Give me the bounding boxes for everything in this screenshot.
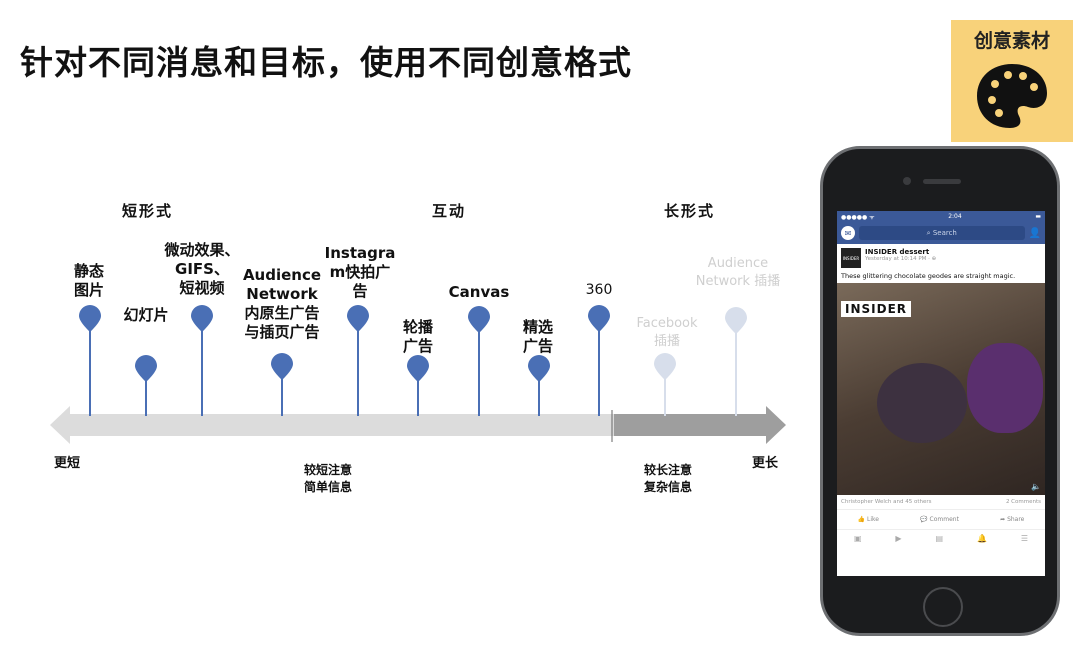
timeline-arrow — [50, 406, 786, 444]
video-logo: INSIDER — [841, 301, 912, 317]
home-button[interactable] — [923, 587, 963, 627]
group-interactive: 互动 — [432, 202, 467, 220]
group-short-form: 短形式 — [122, 202, 174, 220]
bottom-tab-bar: ▣ ▶ ▤ 🔔 ☰ — [837, 529, 1045, 547]
creative-assets-badge: 创意素材 — [951, 20, 1073, 142]
geode-shape — [877, 363, 967, 443]
axis-shorter-label: 更短 — [54, 456, 81, 471]
phone-screen: ●●●●● ᯤ 2:04 ▬ ✉ ⌕ Search 👤 INSIDER INSI… — [837, 211, 1045, 576]
phone-mockup: ●●●●● ᯤ 2:04 ▬ ✉ ⌕ Search 👤 INSIDER INSI… — [820, 146, 1060, 636]
pin-audience-network — [271, 353, 293, 416]
page-title: 针对不同消息和目标，使用不同创意格式 — [20, 43, 632, 82]
label-360: 360 — [585, 282, 613, 298]
video-tab-icon[interactable]: ▶ — [895, 534, 902, 543]
sound-icon[interactable]: 🔈 — [1031, 482, 1041, 491]
speaker-grille — [923, 179, 961, 184]
label-canvas: Canvas — [448, 283, 510, 301]
search-icon: ⌕ — [926, 228, 933, 237]
group-long-form: 长形式 — [664, 202, 716, 220]
battery-icon: ▬ — [1035, 213, 1041, 220]
menu-icon[interactable]: ☰ — [1020, 534, 1028, 543]
label-carousel: 轮播广告 — [402, 318, 433, 355]
comment-label: Comment — [929, 516, 959, 523]
reactions-row: Christopher Welch and 45 others 2 Commen… — [837, 495, 1045, 509]
axis-longer-label: 更长 — [752, 456, 779, 471]
friend-requests-icon[interactable]: 👤 — [1028, 227, 1041, 239]
pin-facebook-instream — [654, 353, 676, 416]
notifications-icon[interactable]: 🔔 — [976, 534, 987, 543]
camera-icon — [903, 177, 911, 185]
pin-canvas — [468, 306, 490, 416]
post-text: These glittering chocolate geodes are st… — [841, 272, 1016, 280]
pin-360 — [588, 305, 610, 416]
pin-static-image — [79, 305, 101, 416]
comment-button[interactable]: 💬 Comment — [920, 516, 959, 523]
short-attention-note: 较短注意简单信息 — [303, 463, 352, 494]
pin-instagram — [347, 305, 369, 416]
post-video[interactable]: INSIDER 🔈 — [837, 283, 1045, 495]
post-header: INSIDER INSIDER dessert Yesterday at 10:… — [837, 244, 1045, 272]
search-input[interactable]: ⌕ Search — [859, 226, 1025, 240]
like-button[interactable]: 👍 Like — [857, 516, 879, 523]
page-name[interactable]: INSIDER dessert — [865, 248, 930, 256]
pin-carousel — [407, 355, 429, 416]
search-placeholder: Search — [932, 229, 957, 237]
news-feed-icon[interactable]: ▣ — [853, 534, 862, 543]
page-avatar[interactable]: INSIDER — [841, 248, 861, 268]
share-button[interactable]: ➦ Share — [1000, 516, 1025, 523]
post-timestamp: Yesterday at 10:14 PM · ⊕ — [865, 256, 937, 262]
status-time: 2:04 — [948, 213, 962, 220]
share-label: Share — [1007, 516, 1025, 523]
pin-audience-network-instream — [725, 307, 747, 416]
badge-label: 创意素材 — [973, 30, 1050, 52]
label-micro-video: 微动效果、GIFS、短视频 — [164, 241, 240, 297]
like-label: Like — [866, 516, 879, 523]
palette-icon — [977, 64, 1047, 128]
messenger-icon[interactable]: ✉ — [841, 226, 855, 240]
pin-slideshow — [135, 355, 157, 416]
label-slideshow: 幻灯片 — [123, 306, 169, 324]
label-collection: 精选广告 — [522, 318, 553, 355]
comments-count[interactable]: 2 Comments — [1005, 499, 1041, 505]
long-attention-note: 较长注意复杂信息 — [643, 463, 692, 494]
facebook-top-bar: ✉ ⌕ Search 👤 — [837, 222, 1045, 244]
signal-icon: ●●●●● ᯤ — [841, 213, 875, 221]
pin-micro-video — [191, 305, 213, 416]
marketplace-icon[interactable]: ▤ — [935, 534, 944, 543]
geode-shape — [967, 343, 1043, 433]
label-static-image: 静态图片 — [73, 262, 104, 299]
pin-collection — [528, 355, 550, 416]
post-actions: 👍 Like 💬 Comment ➦ Share — [837, 509, 1045, 529]
reactions-summary[interactable]: Christopher Welch and 45 others — [841, 499, 932, 505]
status-bar: ●●●●● ᯤ 2:04 ▬ — [837, 211, 1045, 222]
